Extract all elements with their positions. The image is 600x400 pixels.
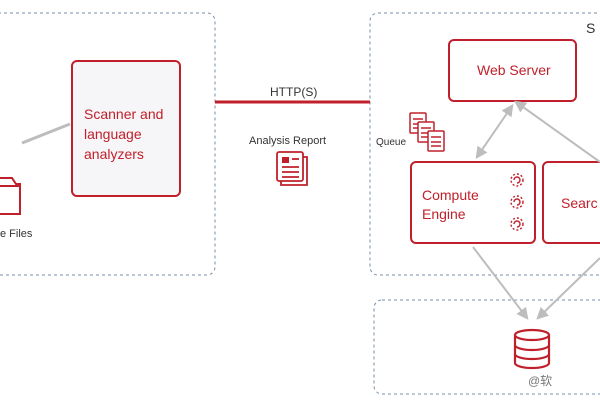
analysis-report-label: Analysis Report bbox=[249, 135, 327, 147]
database-container bbox=[373, 299, 600, 395]
web-server-label: Web Server bbox=[477, 62, 551, 78]
search-to-db-arrow bbox=[536, 257, 600, 320]
watermark: @软 bbox=[528, 374, 553, 388]
scanner-label: Scanner and language analyzers bbox=[84, 106, 164, 162]
files-to-scanner-line bbox=[21, 122, 71, 145]
compute-engine-label: Compute Engine bbox=[422, 187, 479, 222]
http-label: HTTP(S) bbox=[270, 85, 318, 99]
server-container-label: S bbox=[586, 20, 596, 36]
spinner-icon bbox=[510, 173, 524, 187]
source-files-label: e Files bbox=[0, 228, 33, 240]
folder-icon bbox=[0, 177, 21, 215]
compute-to-db-arrow bbox=[472, 246, 529, 320]
compute-engine-box bbox=[410, 161, 536, 244]
database-icon bbox=[513, 328, 551, 370]
search-label: Searc bbox=[561, 195, 598, 211]
server-container bbox=[369, 12, 600, 276]
report-icon bbox=[276, 151, 308, 186]
search-box bbox=[542, 161, 600, 244]
web-server-box bbox=[448, 39, 577, 102]
webserver-to-search-arrow bbox=[514, 100, 600, 163]
scanner-container bbox=[0, 12, 216, 276]
scanner-box bbox=[71, 60, 181, 197]
process-icons bbox=[510, 173, 524, 231]
spinner-icon bbox=[510, 195, 524, 209]
spinner-icon bbox=[510, 217, 524, 231]
webserver-to-compute-arrow bbox=[475, 104, 514, 159]
queue-icon bbox=[409, 112, 445, 152]
queue-label: Queue bbox=[376, 137, 407, 148]
